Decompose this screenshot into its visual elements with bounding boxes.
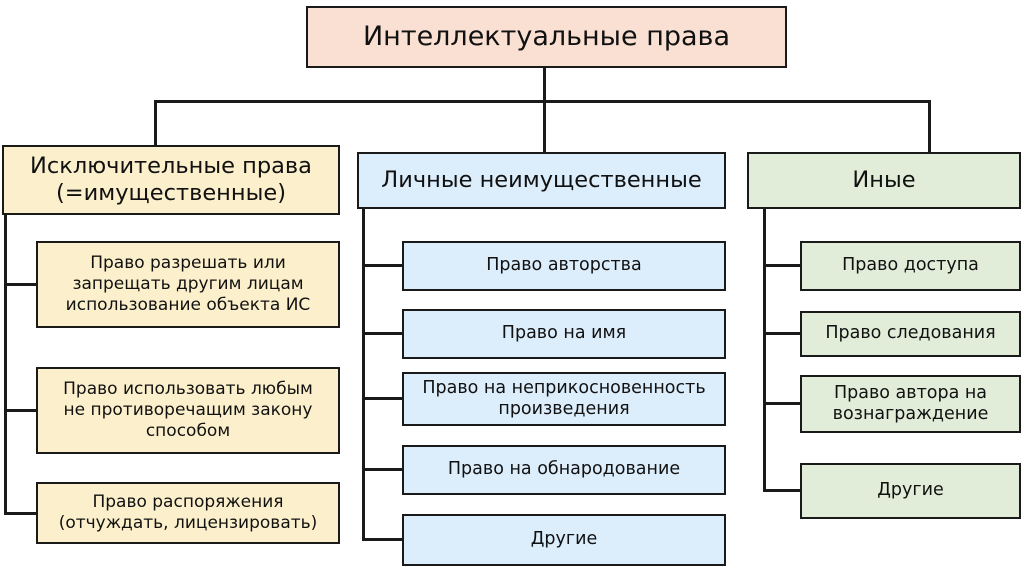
node-exclusive-item-0-text: Право разрешать или запрещать другим лиц… [44,253,332,315]
node-other-item-2-line2: вознаграждение [832,404,989,424]
connector-column-1-spine [362,207,365,540]
node-exclusive-item-1-line2: не противоречащим закону [63,400,313,421]
node-personal-item-2-text: Право на неприкосновенность произведения [410,378,718,421]
connector-column-1-branch-2 [362,397,405,400]
column-header-other[interactable]: Иные [747,152,1021,209]
node-other-item-3-line1: Другие [877,480,944,501]
node-other-item-2[interactable]: Право автора на вознаграждение [800,375,1021,433]
node-personal-item-2[interactable]: Право на неприкосновенность произведения [402,372,726,426]
connector-column-2-branch-2 [763,402,803,405]
node-exclusive-item-1-line1: Право использовать любым [63,379,313,400]
column-header-exclusive[interactable]: Исключительные права (=имущественные) [2,145,340,215]
node-exclusive-item-0[interactable]: Право разрешать или запрещать другим лиц… [36,241,340,328]
connector-column-2-branch-1 [763,332,803,335]
column-header-personal-line1: Личные неимущественные [381,166,702,193]
node-exclusive-item-1[interactable]: Право использовать любым не противоречащ… [36,367,340,454]
connector-column-1-branch-0 [362,264,405,267]
node-exclusive-item-1-text: Право использовать любым не противоречащ… [44,379,332,441]
connector-column-2-spine [763,207,766,492]
connector-column-0-spine [4,213,7,515]
column-header-other-line1: Иные [852,166,916,193]
connector-column-2-branch-3 [763,489,803,492]
node-exclusive-item-0-line3: использование объекта ИС [65,294,311,315]
connector-column-0-branch-1 [4,409,39,412]
root-node-label: Интеллектуальные права [362,20,730,52]
connector-column-1-branch-1 [362,332,405,335]
connector-column-2-branch-0 [763,264,803,267]
node-other-item-3[interactable]: Другие [800,463,1021,519]
node-exclusive-item-2-line1: Право распоряжения [92,492,284,513]
node-personal-item-3-line1: Право на обнародование [447,459,681,480]
node-other-item-0-line1: Право доступа [842,255,979,276]
node-personal-item-3[interactable]: Право на обнародование [402,445,726,495]
node-personal-item-0[interactable]: Право авторства [402,241,726,291]
node-personal-item-2-line2: произведения [498,399,630,419]
node-exclusive-item-2-text: Право распоряжения (отчуждать, лицензиро… [44,492,332,533]
node-other-item-0[interactable]: Право доступа [800,241,1021,291]
node-personal-item-1[interactable]: Право на имя [402,309,726,359]
connector-to-column-2 [928,100,931,154]
connector-column-0-branch-0 [4,283,39,286]
node-exclusive-item-2-line2: (отчуждать, лицензировать) [58,513,318,533]
connector-to-column-0 [154,100,157,147]
node-other-item-1-line1: Право следования [825,323,996,344]
column-header-exclusive-line1: Исключительные права [30,152,312,179]
column-header-personal[interactable]: Личные неимущественные [357,152,726,209]
node-exclusive-item-0-line2: запрещать другим лицам [72,274,304,295]
node-exclusive-item-1-line3: способом [145,420,231,441]
connector-root-bus [154,100,931,103]
node-other-item-1[interactable]: Право следования [800,311,1021,357]
node-personal-item-2-line1: Право на неприкосновенность [422,377,706,398]
node-other-item-2-line1: Право автора на [833,382,988,403]
column-header-exclusive-line2: (=имущественные) [56,180,286,206]
node-personal-item-4-line1: Другие [530,529,598,550]
connector-root-stem [543,68,546,103]
connector-column-1-branch-4 [362,538,405,541]
connector-column-1-branch-3 [362,468,405,471]
node-exclusive-item-0-line1: Право разрешать или [90,253,286,274]
node-other-item-2-text: Право автора на вознаграждение [808,383,1013,426]
node-personal-item-4[interactable]: Другие [402,514,726,566]
connector-to-column-1 [543,100,546,154]
node-exclusive-item-2[interactable]: Право распоряжения (отчуждать, лицензиро… [36,482,340,544]
node-personal-item-1-line1: Право на имя [501,323,627,344]
column-header-exclusive-text: Исключительные права (=имущественные) [10,153,332,208]
root-node[interactable]: Интеллектуальные права [306,6,787,68]
node-personal-item-0-line1: Право авторства [486,255,642,276]
connector-column-0-branch-2 [4,512,39,515]
